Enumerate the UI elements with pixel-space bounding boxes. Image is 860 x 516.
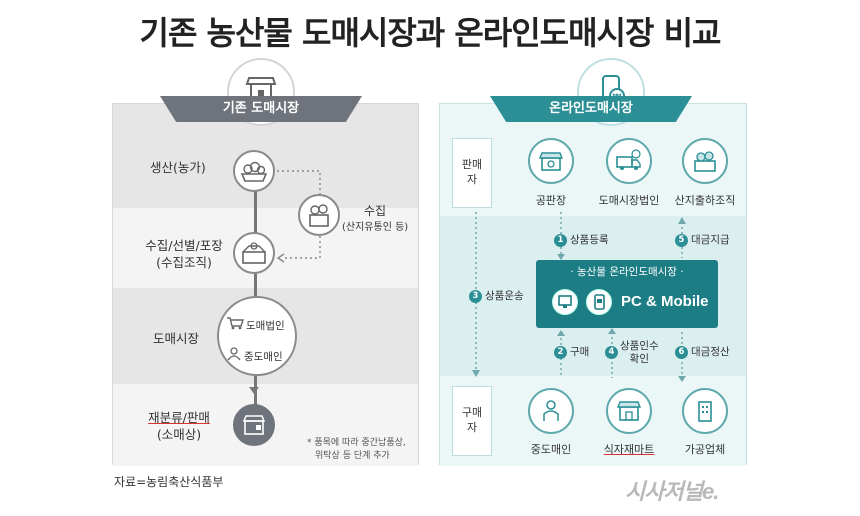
stage-collection: 수집/선별/포장 (수집조직) — [134, 238, 234, 272]
person-icon — [227, 347, 241, 361]
processing-factory-icon — [682, 388, 728, 434]
stage-retail-line2: (소매상) — [156, 426, 202, 442]
source-label: 자료=농림축산식품부 — [114, 475, 224, 489]
step-4-label-line1: 상품인수 — [620, 340, 659, 352]
step-number-1: 1 — [554, 234, 567, 247]
side-collect-sublabel: (산지유통인 등) — [342, 222, 409, 233]
stage-collection-line1: 수집/선별/포장 — [145, 238, 223, 253]
cart-icon — [227, 317, 244, 330]
public-market-icon — [528, 138, 574, 184]
footnote: * 품목에 따라 중간납품상, 위탁상 등 단계 추가 — [307, 437, 406, 462]
buyer-label-1: 중도매인 — [530, 443, 572, 456]
grocery-mart-icon — [606, 388, 652, 434]
origin-shipper-produce-icon — [682, 138, 728, 184]
mobile-device-icon — [586, 289, 612, 315]
buyer-label-3: 가공업체 — [684, 443, 726, 456]
seller-box: 판매자 — [452, 138, 492, 208]
middle-wholesaler-person-icon — [528, 388, 574, 434]
middle-wholesaler-label: 중도매인 — [244, 351, 283, 363]
seller-label-1: 공판장 — [535, 194, 567, 207]
step-number-5: 5 — [675, 234, 688, 247]
step-1-label: 상품등록 — [570, 234, 609, 246]
footnote-line1: * 품목에 따라 중간납품상, — [307, 438, 406, 448]
step-4-label-line2: 확인 — [629, 353, 649, 366]
step-number-6: 6 — [675, 346, 688, 359]
platform-title: · 농산물 온라인도매시장 · — [570, 266, 684, 278]
seller-label-2: 도매시장법인 — [598, 194, 660, 207]
buyer-label-2: 식자재마트 — [603, 443, 655, 456]
platform-main-label: PC & Mobile — [621, 293, 709, 310]
retail-shop-icon — [233, 404, 275, 446]
farm-produce-icon — [233, 150, 275, 192]
step-5-label: 대금지급 — [691, 234, 730, 246]
step-number-3: 3 — [469, 290, 482, 303]
step-4-label: 상품인수 확인 — [620, 340, 659, 366]
buyer-box: 구매자 — [452, 386, 492, 456]
stage-collection-line2: (수집조직) — [156, 254, 212, 270]
legacy-market-header: 기존 도매시장 — [160, 96, 362, 122]
side-collect-label: 수집 — [364, 204, 387, 218]
wholesale-market-circle — [217, 296, 297, 376]
step-number-2: 2 — [554, 346, 567, 359]
wholesale-corp-truck-icon — [606, 138, 652, 184]
step-3-label: 상품운송 — [485, 290, 524, 302]
collector-crate-icon — [298, 194, 340, 236]
seller-label-3: 산지출하조직 — [674, 194, 736, 207]
page-title: 기존 농산물 도매시장과 온라인도매시장 비교 — [139, 14, 722, 52]
wholesale-corp-label: 도매법인 — [246, 320, 285, 332]
stage-production: 생산(농가) — [150, 160, 206, 175]
step-number-4: 4 — [605, 346, 618, 359]
step-2-label: 구매 — [570, 346, 590, 358]
online-market-header: 온라인도매시장 — [490, 96, 692, 122]
buyer-label: 구매자 — [461, 406, 483, 434]
stage-retail: 재분류/판매 (소매상) — [134, 410, 224, 444]
step-6-label: 대금정산 — [691, 346, 730, 358]
legacy-market-panel — [112, 103, 419, 466]
stage-wholesale: 도매시장 — [153, 331, 200, 346]
footnote-line2: 위탁상 등 단계 추가 — [315, 450, 390, 461]
publisher-logo: 시사저널e. — [625, 479, 719, 504]
stage-retail-line1: 재분류/판매 — [148, 410, 210, 425]
packing-box-icon — [233, 232, 275, 274]
pc-monitor-icon — [552, 289, 578, 315]
seller-label: 판매자 — [461, 158, 483, 186]
